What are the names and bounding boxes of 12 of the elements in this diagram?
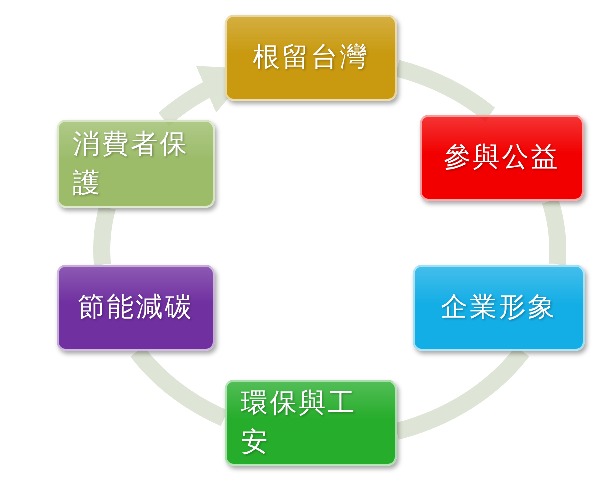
process-box bbox=[57, 265, 215, 351]
box-label: 參與公益 bbox=[444, 141, 560, 176]
process-box bbox=[57, 120, 215, 208]
box-label: 消費者保護 bbox=[73, 128, 190, 201]
box-label: 環保與工安 bbox=[241, 386, 358, 460]
process-box bbox=[225, 15, 397, 101]
process-box bbox=[413, 265, 585, 351]
process-box bbox=[420, 115, 584, 201]
box-label: 根留台灣 bbox=[253, 41, 369, 76]
box-label: 節能減碳 bbox=[78, 291, 194, 326]
process-box bbox=[225, 380, 397, 466]
box-label: 企業形象 bbox=[441, 291, 557, 326]
